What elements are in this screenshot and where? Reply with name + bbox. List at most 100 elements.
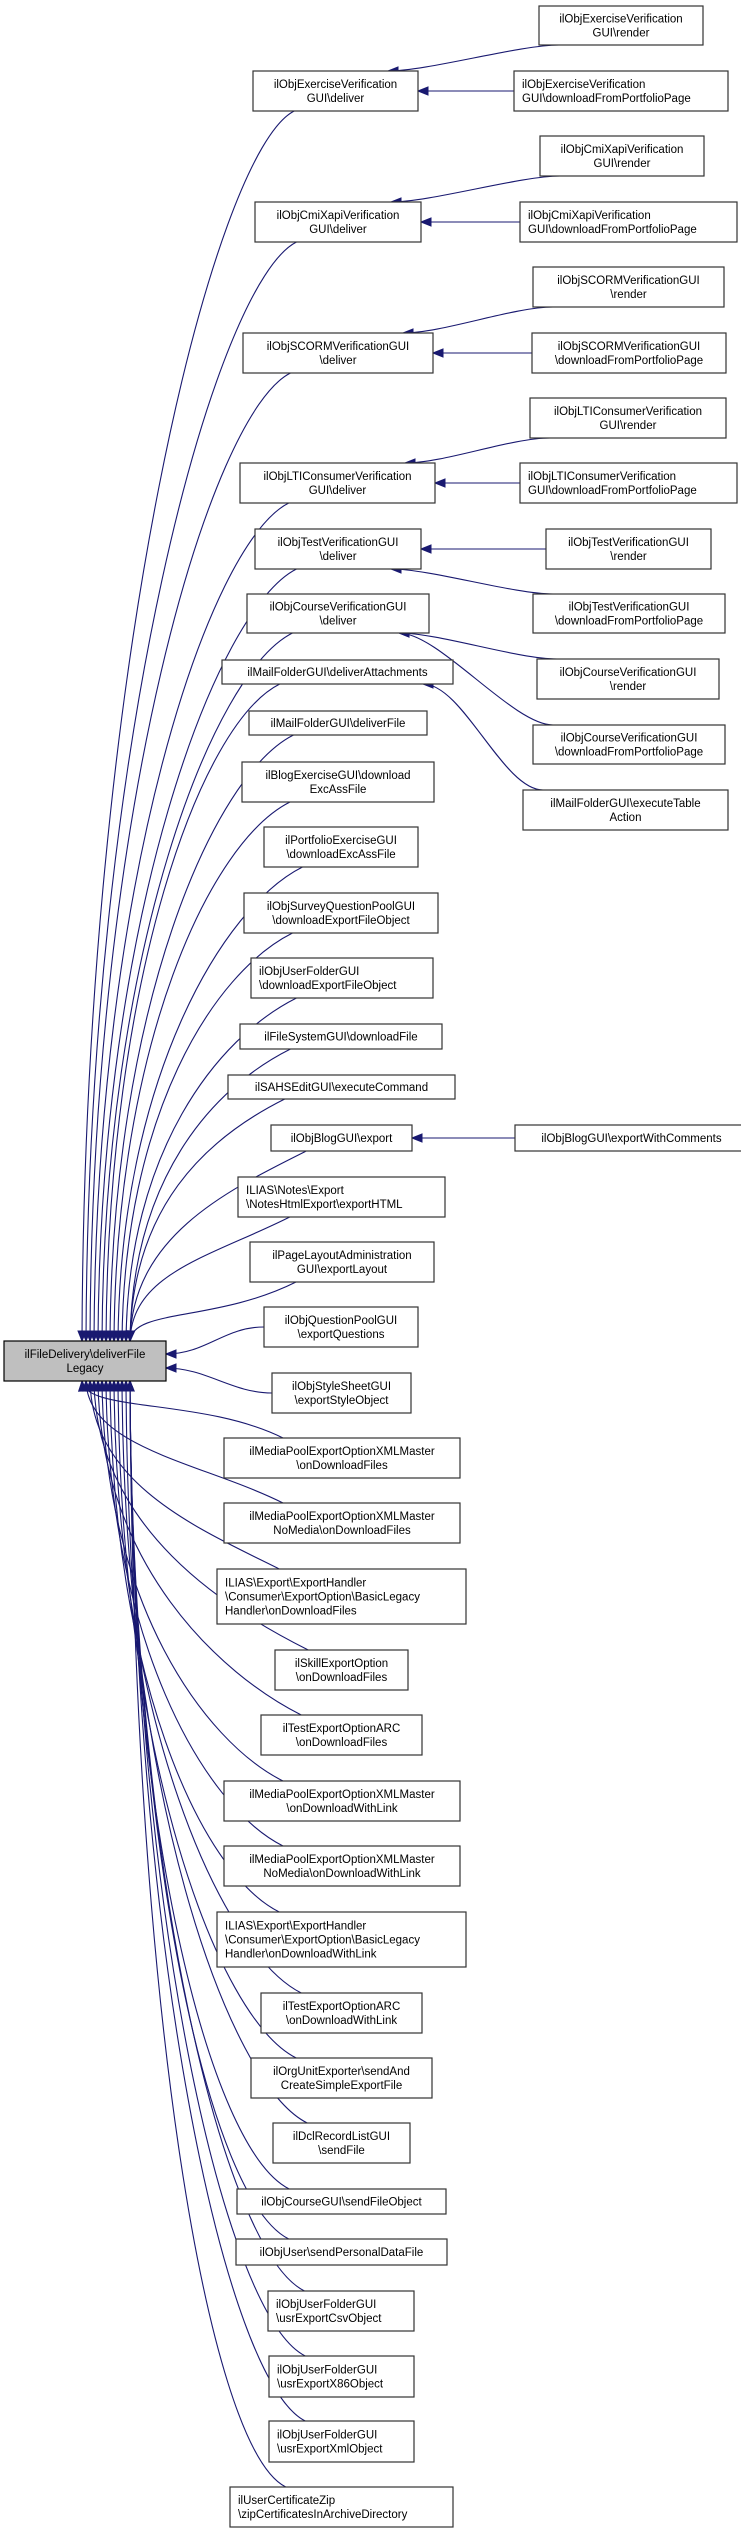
node-box[interactable] [252, 70, 419, 112]
node-box[interactable] [250, 2057, 433, 2099]
graph-node[interactable]: ilObjUserFolderGUI\usrExportCsvObject [267, 2290, 415, 2332]
node-box[interactable] [263, 826, 419, 868]
node-box[interactable] [270, 1124, 413, 1152]
node-box[interactable] [242, 332, 434, 374]
graph-node[interactable]: ilTestExportOptionARC\onDownloadWithLink [260, 1992, 423, 2034]
node-box[interactable] [3, 1340, 167, 1382]
node-box[interactable] [223, 1502, 461, 1544]
graph-node[interactable]: ilObjTestVerificationGUI\deliver [254, 528, 422, 570]
node-box[interactable] [260, 1992, 423, 2034]
node-box[interactable] [532, 724, 726, 765]
graph-node[interactable]: ilMediaPoolExportOptionXMLMasterNoMedia\… [223, 1845, 461, 1887]
node-box[interactable] [531, 332, 727, 374]
graph-node[interactable]: ilPageLayoutAdministrationGUI\exportLayo… [249, 1241, 435, 1283]
node-box[interactable] [522, 789, 729, 831]
node-box[interactable] [538, 5, 704, 46]
graph-node[interactable]: ilMediaPoolExportOptionXMLMaster\onDownl… [223, 1437, 461, 1479]
node-box[interactable] [513, 70, 729, 112]
node-box[interactable] [216, 1911, 467, 1968]
graph-node[interactable]: ilObjUser\sendPersonalDataFile [235, 2238, 448, 2266]
graph-node[interactable]: ilObjUserFolderGUI\usrExportXmlObject [268, 2420, 415, 2463]
graph-node[interactable]: ilObjLTIConsumerVerificationGUI\download… [519, 462, 738, 504]
graph-node[interactable]: ilObjCourseGUI\sendFileObject [236, 2188, 447, 2215]
node-box[interactable] [539, 135, 705, 177]
node-box[interactable] [246, 593, 430, 634]
graph-node[interactable]: ilObjTestVerificationGUI\downloadFromPor… [532, 593, 726, 634]
graph-node[interactable]: ilObjCourseVerificationGUI\downloadFromP… [532, 724, 726, 765]
graph-node[interactable]: ilUserCertificateZip\zipCertificatesInAr… [229, 2486, 454, 2528]
graph-node[interactable]: ilObjCourseVerificationGUI\deliver [246, 593, 430, 634]
node-box[interactable] [268, 2355, 415, 2398]
graph-node[interactable]: ilObjQuestionPoolGUI\exportQuestions [263, 1306, 419, 1348]
node-box[interactable] [519, 462, 738, 504]
graph-node[interactable]: ilMailFolderGUI\deliverAttachments [221, 659, 454, 685]
graph-node[interactable]: ilMediaPoolExportOptionXMLMaster\onDownl… [223, 1780, 461, 1822]
node-box[interactable] [254, 201, 422, 243]
graph-node[interactable]: ilMailFolderGUI\deliverFile [248, 710, 428, 736]
node-box[interactable] [223, 1780, 461, 1822]
graph-node[interactable]: ilObjUserFolderGUI\downloadExportFileObj… [250, 957, 434, 999]
graph-node[interactable]: ilMediaPoolExportOptionXMLMasterNoMedia\… [223, 1502, 461, 1544]
graph-node[interactable]: ilOrgUnitExporter\sendAndCreateSimpleExp… [250, 2057, 433, 2099]
node-box[interactable] [267, 2290, 415, 2332]
node-box[interactable] [536, 658, 720, 700]
graph-node[interactable]: ilPortfolioExerciseGUI\downloadExcAssFil… [263, 826, 419, 868]
node-box[interactable] [263, 1306, 419, 1348]
graph-node[interactable]: ilSAHSEditGUI\executeCommand [227, 1074, 456, 1100]
graph-node[interactable]: ILIAS\Export\ExportHandler\Consumer\Expo… [216, 1911, 467, 1968]
graph-node[interactable]: ILIAS\Export\ExportHandler\Consumer\Expo… [216, 1568, 467, 1625]
node-box[interactable] [532, 593, 726, 634]
node-box[interactable] [243, 892, 439, 934]
graph-node[interactable]: ilDclRecordListGUI\sendFile [272, 2122, 411, 2164]
graph-node[interactable]: ilObjUserFolderGUI\usrExportX86Object [268, 2355, 415, 2398]
graph-node[interactable]: ilObjSCORMVerificationGUI\render [532, 266, 725, 308]
graph-node[interactable]: ilBlogExerciseGUI\downloadExcAssFile [241, 761, 435, 803]
node-box[interactable] [239, 462, 436, 504]
graph-node[interactable]: ilObjExerciseVerificationGUI\downloadFro… [513, 70, 729, 112]
node-box[interactable] [545, 528, 712, 570]
node-box[interactable] [248, 710, 428, 736]
node-box[interactable] [223, 1845, 461, 1887]
node-box[interactable] [272, 2122, 411, 2164]
node-box[interactable] [237, 1176, 446, 1218]
node-box[interactable] [236, 2188, 447, 2215]
node-box[interactable] [239, 1023, 443, 1050]
graph-node[interactable]: ilFileSystemGUI\downloadFile [239, 1023, 443, 1050]
node-box[interactable] [241, 761, 435, 803]
node-box[interactable] [250, 957, 434, 999]
graph-node[interactable]: ilObjCmiXapiVerificationGUI\downloadFrom… [519, 201, 738, 243]
graph-node[interactable]: ilObjCourseVerificationGUI\render [536, 658, 720, 700]
graph-node[interactable]: ilObjTestVerificationGUI\render [545, 528, 712, 570]
graph-node[interactable]: ILIAS\Notes\Export\NotesHtmlExport\expor… [237, 1176, 446, 1218]
node-box[interactable] [221, 659, 454, 685]
graph-node[interactable]: ilObjSCORMVerificationGUI\deliver [242, 332, 434, 374]
node-box[interactable] [271, 1372, 412, 1414]
graph-node[interactable]: ilObjStyleSheetGUI\exportStyleObject [271, 1372, 412, 1414]
node-box[interactable] [529, 397, 727, 439]
node-box[interactable] [260, 1714, 423, 1756]
node-box[interactable] [254, 528, 422, 570]
node-box[interactable] [519, 201, 738, 243]
node-box[interactable] [235, 2238, 448, 2266]
node-box[interactable] [249, 1241, 435, 1283]
node-box[interactable] [274, 1649, 409, 1691]
graph-node[interactable]: ilObjBlogGUI\export [270, 1124, 413, 1152]
node-box[interactable] [532, 266, 725, 308]
node-box[interactable] [268, 2420, 415, 2463]
node-box[interactable] [216, 1568, 467, 1625]
graph-node[interactable]: ilObjBlogGUI\exportWithComments [514, 1124, 741, 1152]
node-box[interactable] [229, 2486, 454, 2528]
node-box[interactable] [227, 1074, 456, 1100]
graph-node[interactable]: ilTestExportOptionARC\onDownloadFiles [260, 1714, 423, 1756]
graph-node[interactable]: ilObjSurveyQuestionPoolGUI\downloadExpor… [243, 892, 439, 934]
node-box[interactable] [514, 1124, 741, 1152]
node-box[interactable] [223, 1437, 461, 1479]
